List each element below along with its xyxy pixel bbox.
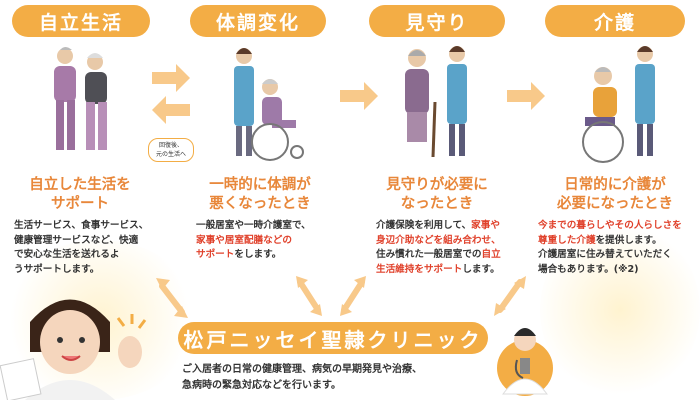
subtitle-watching: 見守りが必要になったとき (357, 176, 517, 214)
subtitle-line: 日常的に介護が (564, 177, 666, 193)
subtitle-line: なったとき (400, 196, 474, 212)
subtitle-line: サポート (51, 196, 109, 212)
step-pill-watching: 見守り (369, 5, 505, 37)
text-line: します。 (462, 263, 500, 275)
step-pill-condition-change: 体調変化 (190, 5, 326, 37)
subtitle-line: 自立した生活を (29, 177, 131, 193)
highlight-text: 今までの暮らしやその人らしさを (538, 220, 682, 231)
right-arrow-icon (507, 82, 545, 110)
description-independent: 生活サービス、食事サービス、健康管理サービスなど、快適で安心な生活を送れるようサ… (14, 219, 148, 277)
highlight-text: 家事や居室配膳などの (196, 234, 292, 246)
text-line: 住み慣れた一般居室での (376, 249, 482, 260)
step-pill-independent: 自立生活 (12, 5, 150, 37)
recovery-bubble: 回復後、元の生活へ (148, 138, 194, 162)
caregiver-wheelchair-care-illustration (582, 46, 655, 163)
text-line: で安心な生活を送れるよ (14, 249, 120, 260)
transition-arrows-icon (152, 64, 190, 124)
highlight-text: 生活維持をサポート (376, 263, 463, 275)
highlight-text: 身辺介助などを組み合わせ、 (376, 234, 501, 246)
description-care: 今までの暮らしやその人らしさを 尊重した介護を提供します。 介護居室に住み替えて… (538, 219, 682, 277)
text-line: をします。 (234, 249, 282, 260)
clinic-description: ご入居者の日常の健康管理、病気の早期発見や治療、急病時の緊急対応などを行います。 (182, 362, 422, 394)
text-line: 一般居室や一時介護室で、 (196, 220, 311, 231)
step-pill-care: 介護 (545, 5, 685, 37)
caregiver-assisting-elderly-illustration (405, 46, 467, 158)
highlight-text: 家事や (471, 220, 500, 231)
bubble-line: 元の生活へ (155, 151, 186, 158)
text-line: 介護保険を利用して、 (376, 220, 472, 231)
clinic-connection-arrows (156, 276, 526, 318)
highlight-text: サポート (196, 249, 235, 260)
right-arrow-icon (340, 82, 378, 110)
doctor-illustration (497, 328, 553, 396)
nurse-illustration (0, 299, 147, 400)
description-watching: 介護保険を利用して、家事や 身辺介助などを組み合わせ、 住み慣れた一般居室での自… (376, 219, 501, 277)
subtitle-independent: 自立した生活をサポート (0, 176, 160, 214)
subtitle-line: 見守りが必要に (386, 177, 488, 193)
text-line: 急病時の緊急対応などを行います。 (182, 380, 341, 391)
subtitle-care: 日常的に介護が必要になったとき (535, 176, 695, 214)
highlight-text: 自立 (481, 249, 501, 260)
clinic-name-banner: 松戸ニッセイ聖隷クリニック (178, 322, 488, 354)
text-line: 介護居室に住み替えていただく (538, 249, 672, 260)
subtitle-line: 悪くなったとき (209, 196, 311, 212)
background-glow (540, 220, 700, 400)
text-line: 生活サービス、食事サービス、 (14, 220, 149, 231)
elderly-couple-walking-illustration (54, 47, 107, 150)
text-line: を提供します。 (595, 234, 662, 246)
subtitle-line: 一時的に体調が (209, 177, 311, 193)
text-line: 健康管理サービスなど、快適 (14, 234, 139, 246)
highlight-text: 尊重した介護 (538, 234, 596, 246)
text-line: 場合もあります。(※2) (538, 263, 639, 275)
subtitle-condition-change: 一時的に体調が悪くなったとき (180, 176, 340, 214)
text-line: うサポートします。 (14, 263, 100, 275)
bubble-line: 回復後、 (158, 142, 183, 149)
text-line: ご入居者の日常の健康管理、病気の早期発見や治療、 (182, 364, 422, 375)
subtitle-line: 必要になったとき (557, 196, 673, 212)
caregiver-wheelchair-illustration (234, 48, 304, 161)
description-condition-change: 一般居室や一時介護室で、 家事や居室配膳などの サポートをします。 (196, 219, 311, 263)
